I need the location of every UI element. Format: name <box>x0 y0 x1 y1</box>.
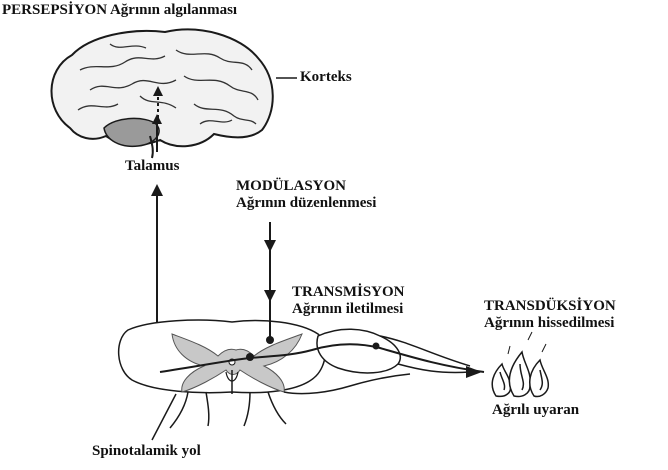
modulation-arrowhead-1 <box>264 240 276 252</box>
thalamus-label: Talamus <box>125 158 179 175</box>
spinothalamic-tract-pointer <box>152 394 176 440</box>
modulation-arrowhead-2 <box>264 290 276 302</box>
cortex-label: Korteks <box>300 69 352 86</box>
modulation-stage-desc: Ağrının düzenlenmesi <box>236 195 376 212</box>
transduction-stage-desc: Ağrının hissedilmesi <box>484 315 616 332</box>
spinal-tract-label: Spinotalamik yol <box>92 443 201 460</box>
cerebrum-outline <box>51 30 272 147</box>
painful-stimulus-icon <box>492 332 548 397</box>
transduction-stage-name: TRANSDÜKSİYON <box>484 298 616 315</box>
modulation-stage-name: MODÜLASYON <box>236 178 376 195</box>
transmission-label: TRANSMİSYON Ağrının iletilmesi <box>292 284 405 319</box>
ganglion-cell-body <box>373 343 380 350</box>
modulation-label: MODÜLASYON Ağrının düzenlenmesi <box>236 178 376 213</box>
brain-illustration <box>51 30 272 158</box>
transmission-stage-name: TRANSMİSYON <box>292 284 405 301</box>
afferent-arrowhead <box>466 366 482 378</box>
transduction-label: TRANSDÜKSİYON Ağrının hissedilmesi <box>484 298 616 333</box>
stimulus-label: Ağrılı uyaran <box>492 402 579 419</box>
thalamus-arrowhead <box>151 184 163 196</box>
synapse-dot <box>246 353 254 361</box>
ventral-roots <box>170 392 286 428</box>
transmission-stage-desc: Ağrının iletilmesi <box>292 301 405 318</box>
spinal-cord-section <box>119 320 326 394</box>
